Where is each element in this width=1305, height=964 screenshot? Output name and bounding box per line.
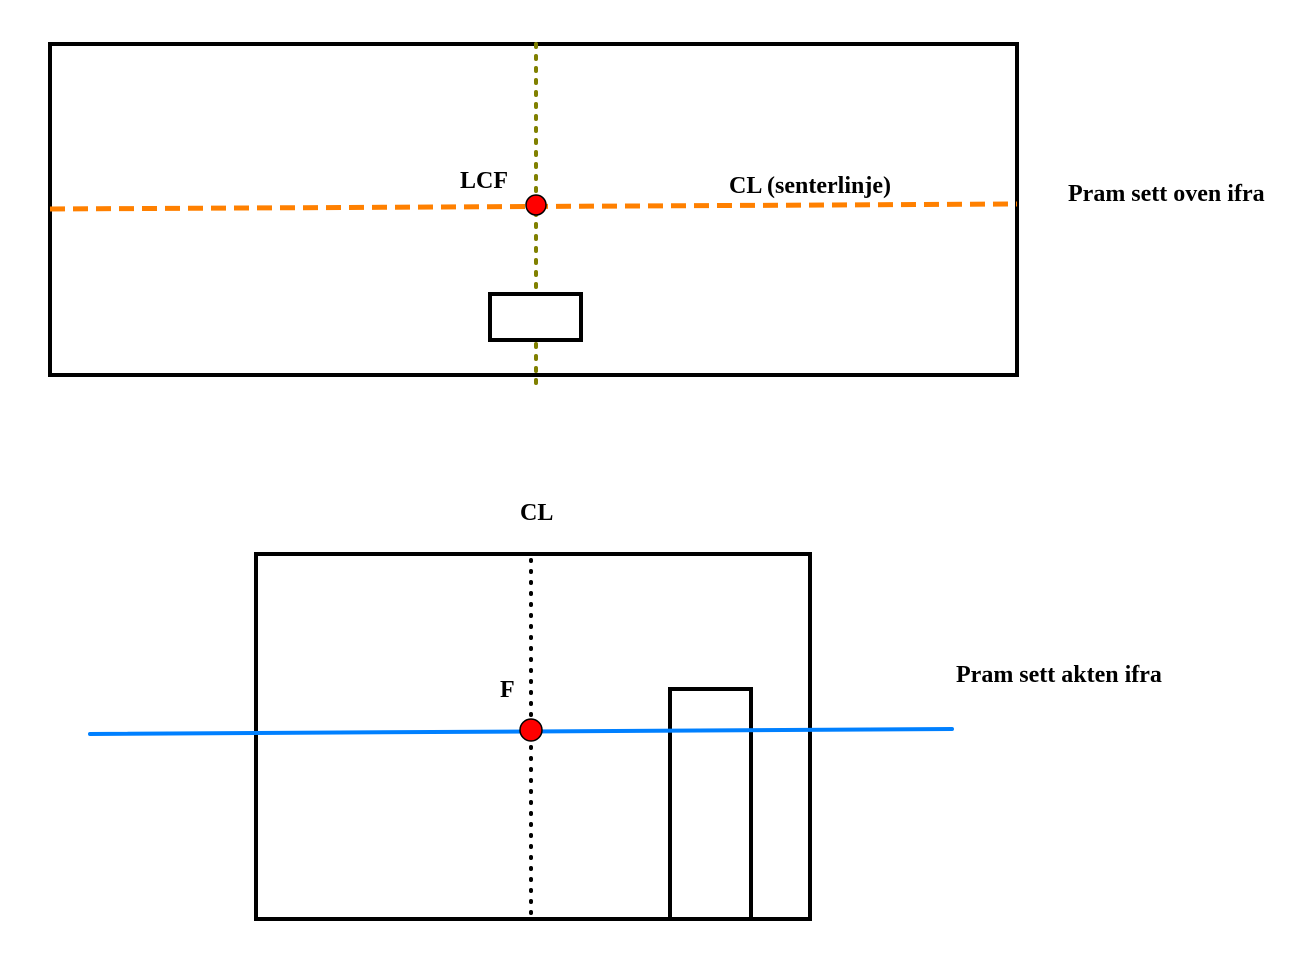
top-view-small-box [488,292,583,342]
f-label: F [500,677,515,703]
top-view: LCF CL (senterlinje) Pram sett oven ifra [48,42,1265,385]
top-view-hull-outline [48,42,1019,377]
top-view-title: Pram sett oven ifra [1068,181,1265,207]
aft-view-tall-box [668,687,753,921]
lcf-point [525,194,547,216]
aft-view-centerline-label: CL [520,500,553,526]
top-view-centerline-label: CL (senterlinje) [729,173,891,199]
lcf-label: LCF [460,168,508,194]
f-point [519,718,543,742]
aft-view: CL F Pram sett akten ifra [88,500,1162,921]
aft-view-title: Pram sett akten ifra [956,662,1162,688]
aft-view-hull-outline [254,552,812,921]
